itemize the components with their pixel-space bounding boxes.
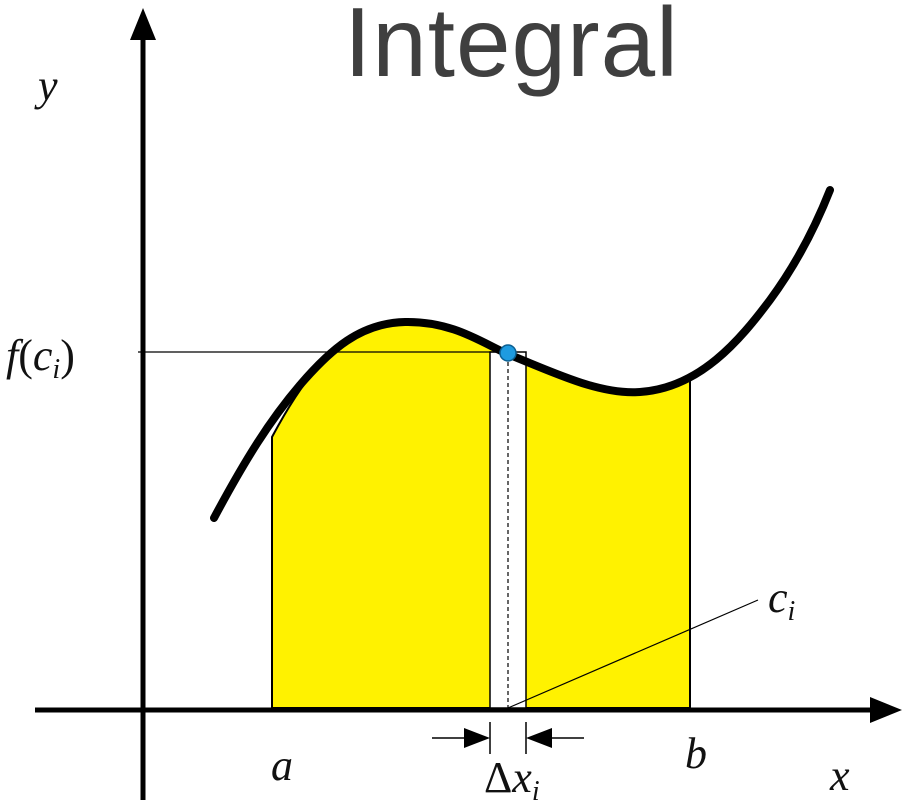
fci-close: ) <box>60 331 75 380</box>
page-title: Integral <box>344 0 679 97</box>
fci-c: c <box>33 331 53 380</box>
dx-left-arrowhead <box>464 728 490 748</box>
shaded-area <box>271 320 691 709</box>
fci-open: ( <box>18 331 33 380</box>
ci-sub-i: i <box>788 596 796 627</box>
ci-c: c <box>768 573 788 622</box>
y-axis-label: y <box>34 61 58 110</box>
b-label: b <box>685 729 707 778</box>
dx-right-arrowhead <box>526 728 552 748</box>
y-axis-arrow <box>130 8 156 40</box>
dx-x: x <box>511 753 532 802</box>
dx-label: Δxi <box>484 753 540 807</box>
dx-sub-i: i <box>532 776 540 807</box>
a-label: a <box>271 741 293 790</box>
ci-leader-line <box>507 599 759 709</box>
dx-delta: Δ <box>484 753 512 802</box>
ci-label: ci <box>768 573 795 627</box>
fci-label: f(ci) <box>6 331 75 385</box>
fci-sub-i: i <box>52 354 60 385</box>
sample-point <box>499 344 517 362</box>
x-axis-arrow <box>870 697 902 723</box>
x-axis-label: x <box>829 751 850 800</box>
